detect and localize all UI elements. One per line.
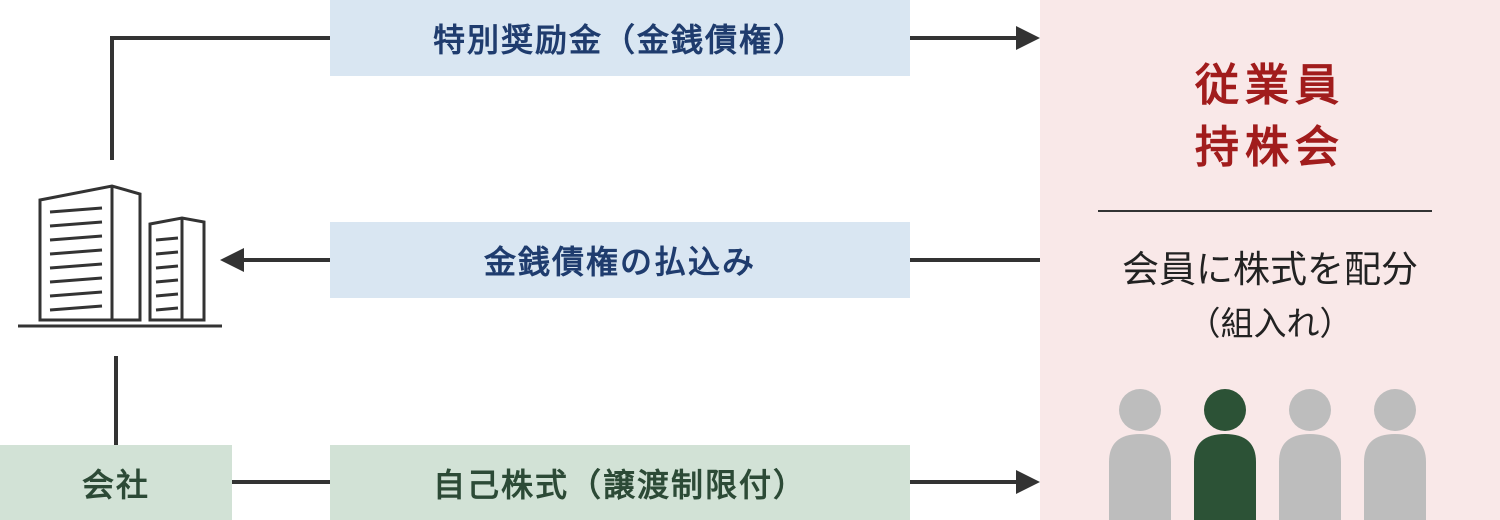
building-icon bbox=[18, 184, 222, 328]
person-head bbox=[1204, 389, 1246, 431]
person-body bbox=[1194, 434, 1256, 520]
association-title-line1: 従業員 bbox=[1195, 60, 1345, 111]
person-icon bbox=[1364, 389, 1426, 520]
person-body bbox=[1109, 434, 1171, 520]
association-title: 従業員 持株会 bbox=[1040, 55, 1500, 179]
employee-stock-association-panel: 従業員 持株会 会員に株式を配分 （組入れ） bbox=[1040, 0, 1500, 520]
person-body bbox=[1279, 434, 1341, 520]
person-head bbox=[1289, 389, 1331, 431]
person-icon-highlighted bbox=[1194, 389, 1256, 520]
allocation-text: 会員に株式を配分 bbox=[1122, 248, 1418, 291]
people-group bbox=[1109, 389, 1426, 520]
association-title-line2: 持株会 bbox=[1195, 122, 1345, 173]
treasury-stock-box: 自己株式（譲渡制限付） bbox=[330, 445, 910, 520]
person-head bbox=[1374, 389, 1416, 431]
stock-arrow-head bbox=[1016, 470, 1040, 494]
allocation-note: （組入れ） bbox=[1187, 304, 1353, 343]
company-label: 会社 bbox=[0, 445, 232, 520]
claim-payment-box: 金銭債権の払込み bbox=[330, 222, 910, 298]
payment-arrow-head bbox=[220, 248, 244, 272]
person-body bbox=[1364, 434, 1426, 520]
panel-divider bbox=[1098, 210, 1432, 212]
bonus-arrow-head bbox=[1016, 26, 1040, 50]
top-connector-line bbox=[110, 36, 330, 160]
person-head bbox=[1119, 389, 1161, 431]
person-icon bbox=[1279, 389, 1341, 520]
special-bonus-box: 特別奨励金（金銭債権） bbox=[330, 0, 910, 76]
person-icon bbox=[1109, 389, 1171, 520]
